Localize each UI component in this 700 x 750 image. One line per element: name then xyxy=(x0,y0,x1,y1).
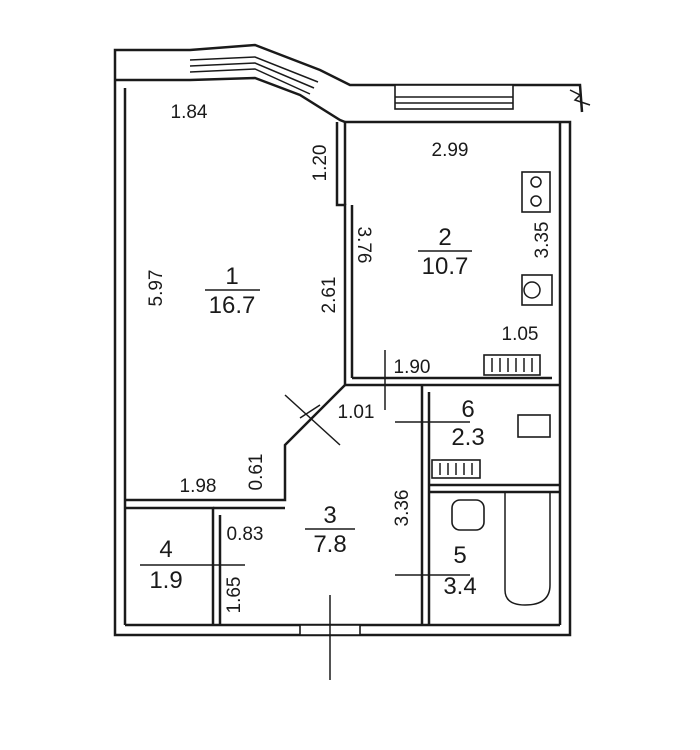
room-3-area: 7.8 xyxy=(313,531,346,558)
toilet-icon xyxy=(451,499,485,531)
dim-room2-right: 3.35 xyxy=(532,222,553,259)
dim-room1-bottom: 1.98 xyxy=(180,476,217,497)
room-5-area: 3.4 xyxy=(443,573,476,600)
dim-room4-top: 0.83 xyxy=(227,524,264,545)
room-4-area: 1.9 xyxy=(149,567,182,594)
dim-room1-diag: 0.61 xyxy=(246,454,267,491)
dim-room2-left: 3.76 xyxy=(353,227,374,264)
room-1-area: 16.7 xyxy=(209,292,256,319)
room-1-number: 1 xyxy=(225,263,238,290)
room-2-area: 10.7 xyxy=(422,253,469,280)
dim-hall-door: 1.01 xyxy=(338,402,375,423)
dimension-labels: 1.84 5.97 1.20 2.61 1.98 0.61 2.99 3.76 … xyxy=(146,102,553,613)
bathtub-icon xyxy=(504,492,551,606)
room-labels: 1 16.7 2 10.7 3 7.8 4 1.9 5 3.4 6 2.3 xyxy=(149,224,484,600)
dim-room1-left: 5.97 xyxy=(146,270,167,307)
dim-room2-top: 2.99 xyxy=(432,140,469,161)
fixtures xyxy=(431,171,553,606)
sink-icon xyxy=(521,274,553,306)
dim-room4-right: 1.65 xyxy=(224,577,245,614)
room-6-area: 2.3 xyxy=(451,424,484,451)
interior-walls xyxy=(125,122,560,680)
dim-room2-kitchen: 1.05 xyxy=(502,324,539,345)
room-5-number: 5 xyxy=(453,542,466,569)
room-4-number: 4 xyxy=(159,536,172,563)
room-2-number: 2 xyxy=(438,224,451,251)
outer-walls xyxy=(113,43,591,637)
dim-room1-top: 1.84 xyxy=(171,102,208,123)
room-6-number: 6 xyxy=(461,396,474,423)
dim-room1-jog: 1.20 xyxy=(310,145,331,182)
dim-room2-bottom: 1.90 xyxy=(394,357,431,378)
washbasin-icon xyxy=(517,414,551,438)
dim-room1-inner: 2.61 xyxy=(319,277,340,314)
room-3-number: 3 xyxy=(323,502,336,529)
dim-hall-right: 3.36 xyxy=(392,490,413,527)
radiator-icon xyxy=(483,354,541,376)
